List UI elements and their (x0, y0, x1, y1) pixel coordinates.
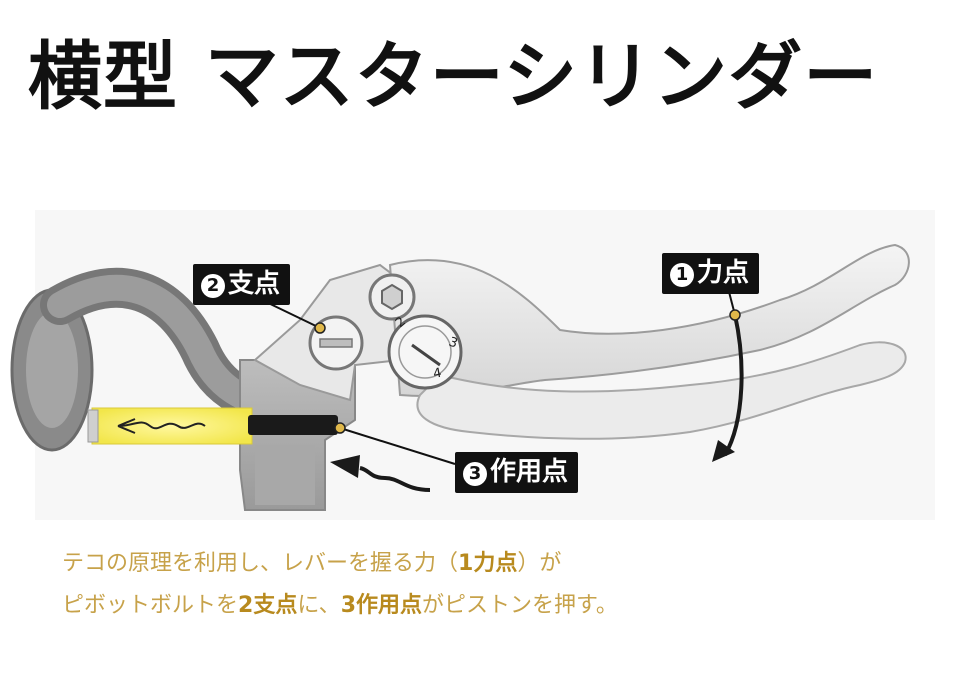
effort-leader (339, 427, 456, 465)
desc2-part-c: に、 (297, 593, 341, 618)
push-rod (248, 415, 338, 435)
effort-dot (334, 422, 346, 434)
brake-lever-lower (416, 341, 907, 440)
desc1-num: 1 (458, 551, 474, 576)
brake-lever-upper (388, 243, 910, 397)
effort-number: 3 (463, 462, 487, 486)
force-arrow (723, 314, 744, 456)
description-line-1: テコの原理を利用し、レバーを握る力（1力点）が (62, 553, 561, 575)
force-dot (729, 309, 741, 321)
desc2-part-a: ピボットボルトを (62, 593, 239, 618)
piston-glow (91, 407, 253, 445)
desc2-num1: 2 (238, 593, 254, 618)
desc2-num2: 3 (340, 593, 356, 618)
desc2-fulcrum-text: 支点 (253, 593, 298, 618)
desc2-part-e: がピストンを押す。 (422, 593, 618, 618)
desc1-part-a: テコの原理を利用し、レバーを握る力（ (62, 551, 459, 576)
fulcrum-number: 2 (201, 274, 225, 298)
fulcrum-text: 支点 (228, 269, 281, 299)
effort-arrow (359, 466, 431, 492)
desc2-effort: 3作用点 (341, 593, 422, 618)
dial-scale-4: 4 (432, 366, 443, 382)
force-text: 力点 (697, 258, 750, 288)
fulcrum-dot (314, 322, 326, 334)
effort-text: 作用点 (490, 457, 569, 487)
piston-arrow (117, 418, 206, 434)
desc2-fulcrum: 2支点 (238, 593, 297, 618)
desc1-force: 1力点 (458, 551, 517, 576)
description-line-2: ピボットボルトを2支点に、3作用点がピストンを押す。 (62, 595, 618, 617)
desc1-force-text: 力点 (473, 551, 518, 576)
desc2-effort-text: 作用点 (356, 593, 423, 618)
page-title: 横型 マスターシリンダー (28, 34, 879, 120)
force-number: 1 (670, 263, 694, 287)
desc1-part-c: ）が (517, 551, 562, 576)
